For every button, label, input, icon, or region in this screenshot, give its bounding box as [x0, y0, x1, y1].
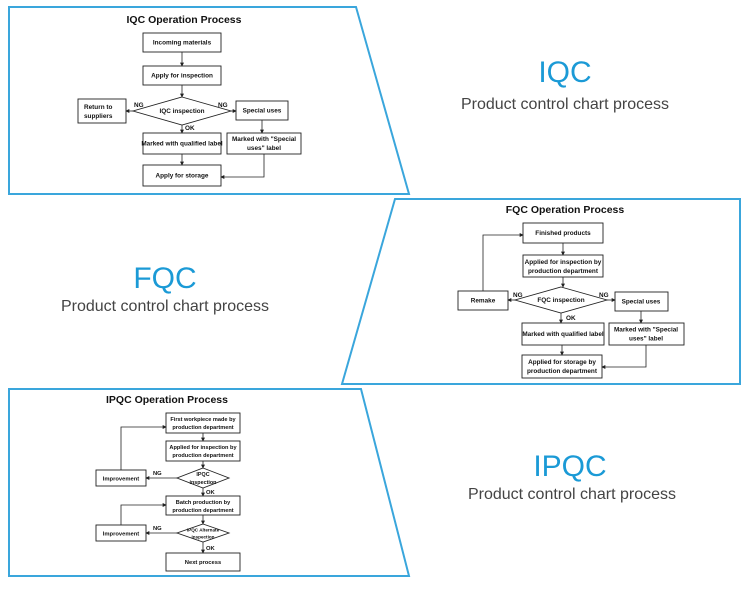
fqc-special-label-box — [608, 322, 685, 346]
iqc-special-label-text-1: Marked with "Special — [232, 136, 296, 143]
fqc-subheading: Product control chart process — [60, 298, 270, 315]
iqc-subheading: Product control chart process — [460, 96, 670, 113]
iqc-ng-left: NG — [134, 102, 144, 109]
ipqc-ok-2: OK — [206, 546, 216, 552]
iqc-chart-title: IQC Operation Process — [127, 14, 242, 26]
ipqc-improvement-text-1: Improvement — [103, 477, 139, 483]
ipqc-subheading: Product control chart process — [467, 486, 677, 503]
ipqc-alt-inspection-text-1: IPQC Alternate — [187, 528, 220, 533]
fqc-applied-text-1: Applied for inspection by — [525, 259, 602, 266]
fqc-heading: FQC — [133, 262, 197, 295]
ipqc-first-text-2: production department — [172, 425, 233, 431]
ipqc-applied-text-1: Applied for inspection by — [169, 445, 237, 451]
ipqc-ng-2: NG — [153, 526, 162, 532]
ipqc-ng-1: NG — [153, 471, 162, 477]
iqc-special-label-text-2: uses" label — [247, 145, 281, 152]
ipqc-improvement-text-2: Improvement — [103, 532, 139, 538]
iqc-storage-text: Apply for storage — [156, 173, 209, 180]
iqc-special-text: Special uses — [243, 108, 282, 115]
iqc-return-text-2: suppliers — [84, 113, 113, 120]
iqc-qualified-text: Marked with qualified label — [141, 141, 223, 148]
ipqc-alt-inspection-text-2: inspection — [192, 535, 215, 540]
ipqc-heading: IPQC — [533, 450, 607, 483]
ipqc-batch-text-2: production department — [172, 508, 233, 514]
fqc-inspection-text: FQC inspection — [537, 297, 584, 304]
iqc-heading: IQC — [538, 56, 592, 89]
fqc-finished-text: Finished products — [535, 230, 591, 237]
ipqc-panel: IPQC Operation Process First workpiece m… — [8, 388, 411, 577]
iqc-ng-right: NG — [218, 102, 228, 109]
fqc-special-text: Special uses — [622, 299, 661, 306]
fqc-qualified-text: Marked with qualified label — [522, 331, 604, 338]
ipqc-applied-text-2: production department — [172, 453, 233, 459]
fqc-qualified-box — [521, 322, 605, 346]
fqc-ng-right: NG — [599, 292, 609, 299]
fqc-remake-text: Remake — [471, 298, 496, 305]
ipqc-first-text-1: First workpiece made by — [170, 417, 236, 423]
fqc-special-label-text-2: uses" label — [629, 336, 663, 343]
iqc-incoming-text: Incoming materials — [153, 40, 212, 47]
iqc-panel: IQC Operation Process Incoming materials… — [8, 6, 411, 195]
iqc-frame — [8, 6, 411, 195]
iqc-return-text-1: Return to — [84, 104, 112, 111]
fqc-ng-left: NG — [513, 292, 523, 299]
fqc-panel: FQC Operation Process Finished products … — [340, 198, 741, 385]
fqc-applied-text-2: production department — [528, 268, 599, 275]
ipqc-inspection-text-2: inspection — [190, 480, 217, 486]
fqc-ok: OK — [566, 315, 576, 322]
fqc-storage-text-1: Applied for storage by — [528, 359, 596, 366]
iqc-apply-text: Apply for inspection — [151, 73, 213, 80]
iqc-inspection-text: IQC inspection — [159, 108, 204, 115]
ipqc-next-text: Next process — [185, 560, 221, 566]
iqc-ok: OK — [185, 125, 195, 132]
fqc-storage-text-2: production department — [527, 368, 598, 375]
ipqc-batch-text-1: Batch production by — [176, 500, 231, 506]
ipqc-ok-1: OK — [206, 490, 216, 496]
fqc-chart-title: FQC Operation Process — [506, 204, 625, 216]
ipqc-inspection-text-1: IPQC — [196, 472, 209, 478]
fqc-special-label-text-1: Marked with "Special — [614, 327, 678, 334]
ipqc-chart-title: IPQC Operation Process — [106, 394, 228, 406]
